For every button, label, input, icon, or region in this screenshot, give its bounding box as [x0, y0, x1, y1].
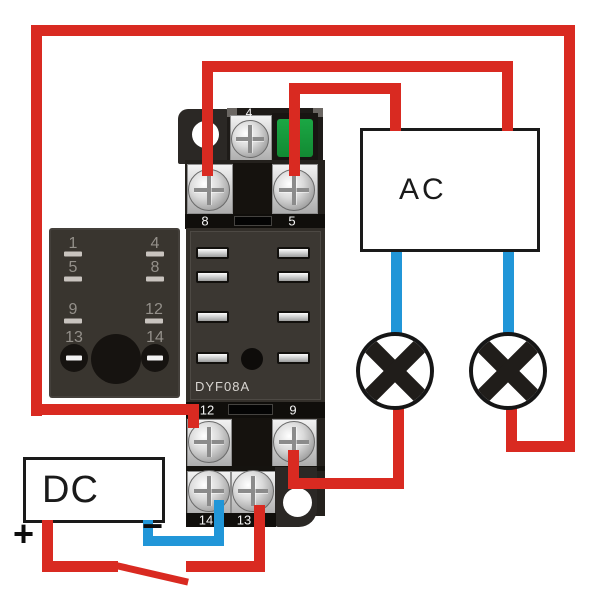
relay-pin-blade	[146, 276, 164, 282]
wire-blue-terminal14-up	[214, 500, 224, 546]
wire-red-ac-left-drop	[390, 83, 401, 131]
terminal-5-screw	[273, 169, 315, 211]
relay-pin-9-label: 9	[68, 301, 78, 318]
wire-red-dc-plus-down	[42, 520, 53, 572]
wire-red-outer-left	[31, 25, 42, 416]
dc-source-box: DC	[23, 457, 165, 523]
terminal-4-label: 4	[245, 106, 253, 120]
lamp-2-crossed-circle-icon	[469, 332, 547, 410]
wire-red-lamp2-drop	[506, 400, 517, 452]
wire-red-ac-right-drop	[502, 61, 513, 131]
relay-pin-4-label: 4	[150, 235, 160, 252]
relay-pin-14-label: 14	[146, 329, 164, 346]
wire-red-terminal13-up	[254, 505, 265, 572]
socket-top-ridge-right	[313, 108, 323, 117]
wire-red-lamp2-bottom	[506, 441, 575, 452]
wire-blue-ac-lamp2	[503, 252, 514, 337]
pin-slot	[196, 271, 229, 283]
pin-slot	[277, 247, 310, 259]
socket-recess-bottom	[232, 418, 272, 467]
socket-top-ridge-left	[227, 108, 237, 117]
wire-blue-dc-minus-down	[143, 520, 153, 546]
socket-model-label: DYF08A	[195, 379, 251, 394]
wire-red-terminal9-lamp1	[288, 478, 404, 489]
pin-slot	[277, 311, 310, 323]
wire-red-switch-right	[186, 561, 265, 572]
wire-red-outer-right	[564, 25, 575, 452]
relay-center-boss	[91, 334, 141, 384]
socket-bottom-mounting-hole	[283, 488, 312, 517]
relay-pin-13-label: 13	[65, 329, 83, 346]
wire-blue-dc-terminal14	[143, 536, 224, 546]
lamp-1-crossed-circle-icon	[356, 332, 434, 410]
open-switch-blade-icon	[115, 562, 189, 586]
relay-pin-13-socket	[60, 344, 88, 372]
relay-pin-blade	[146, 251, 164, 257]
pin-slot	[196, 311, 229, 323]
relay-pin-blade	[64, 276, 82, 282]
relay-component: 1 4 5 8 9 12 13 14	[49, 228, 180, 398]
pin-slot	[277, 271, 310, 283]
wire-red-lamp1-drop	[393, 400, 404, 489]
ac-source-box: AC	[360, 128, 540, 252]
relay-pin-5-label: 5	[68, 259, 78, 276]
wire-red-terminal5-ac	[289, 83, 401, 94]
dc-plus-sign: +	[13, 513, 35, 554]
relay-pin-blade	[145, 318, 163, 324]
relay-pin-14-socket	[141, 344, 169, 372]
wire-red-terminal5-up	[289, 83, 300, 176]
ac-label: AC	[399, 173, 447, 206]
relay-pin-1-label: 1	[68, 235, 78, 252]
relay-pin-12-label: 12	[145, 301, 163, 318]
terminal-5-label: 5	[288, 213, 296, 229]
wire-red-to-terminal12	[31, 404, 199, 415]
label-strip-14-13	[186, 513, 276, 527]
wire-red-terminal8-ac	[202, 61, 513, 72]
wire-red-terminal8-up	[202, 61, 213, 176]
socket-recess-top	[233, 163, 272, 216]
pin-slot	[196, 352, 229, 364]
wire-red-terminal12-elbow	[188, 404, 199, 428]
relay-pin-blade	[64, 251, 82, 257]
wire-red-switch-left	[42, 561, 118, 572]
slot-12-9	[228, 404, 273, 415]
terminal-13-screw	[232, 470, 274, 512]
terminal-12-label: 12	[199, 402, 215, 418]
relay-pin-blade	[64, 318, 82, 324]
pin-slot	[277, 352, 310, 364]
dc-minus-sign: −	[142, 505, 164, 546]
socket-divider	[186, 466, 325, 471]
wire-blue-ac-lamp1	[391, 252, 402, 337]
socket-center-dot	[241, 348, 263, 370]
terminal-13-label: 13	[236, 512, 252, 528]
wire-red-terminal9-down	[288, 450, 299, 489]
terminal-9-label: 9	[289, 402, 297, 418]
wire-red-outer-top	[31, 25, 575, 36]
terminal-12-screw	[188, 421, 230, 463]
pin-slot	[196, 247, 229, 259]
terminal-8-label: 8	[201, 213, 209, 229]
terminal-14-label: 14	[198, 512, 214, 528]
relay-pin-8-label: 8	[150, 259, 160, 276]
dc-label: DC	[42, 468, 99, 511]
terminal-4-screw	[231, 120, 269, 158]
slot-8-5	[234, 216, 272, 226]
